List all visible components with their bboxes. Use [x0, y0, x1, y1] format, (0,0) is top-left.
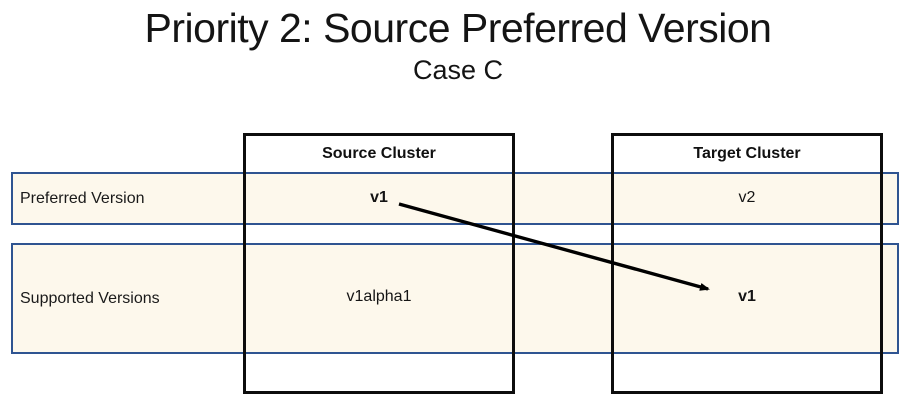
source-supported-versions-value: v1alpha1 [346, 288, 412, 305]
target-cluster-box: Target Cluster [611, 133, 883, 394]
slide-subtitle: Case C [412, 55, 504, 85]
source-preferred-version-value: v1 [370, 189, 388, 206]
preferred-version-row-label: Preferred Version [20, 189, 145, 207]
target-preferred-version-value: v2 [738, 189, 756, 206]
target-supported-version-value: v1 [738, 288, 756, 305]
source-cluster-header: Source Cluster [322, 145, 436, 162]
supported-versions-row-label: Supported Versions [20, 289, 160, 307]
slide-title: Priority 2: Source Preferred Version [144, 5, 772, 51]
source-cluster-box: Source Cluster [243, 133, 515, 394]
supported-versions-row: Supported Versions [11, 243, 899, 354]
target-cluster-header: Target Cluster [693, 145, 801, 162]
